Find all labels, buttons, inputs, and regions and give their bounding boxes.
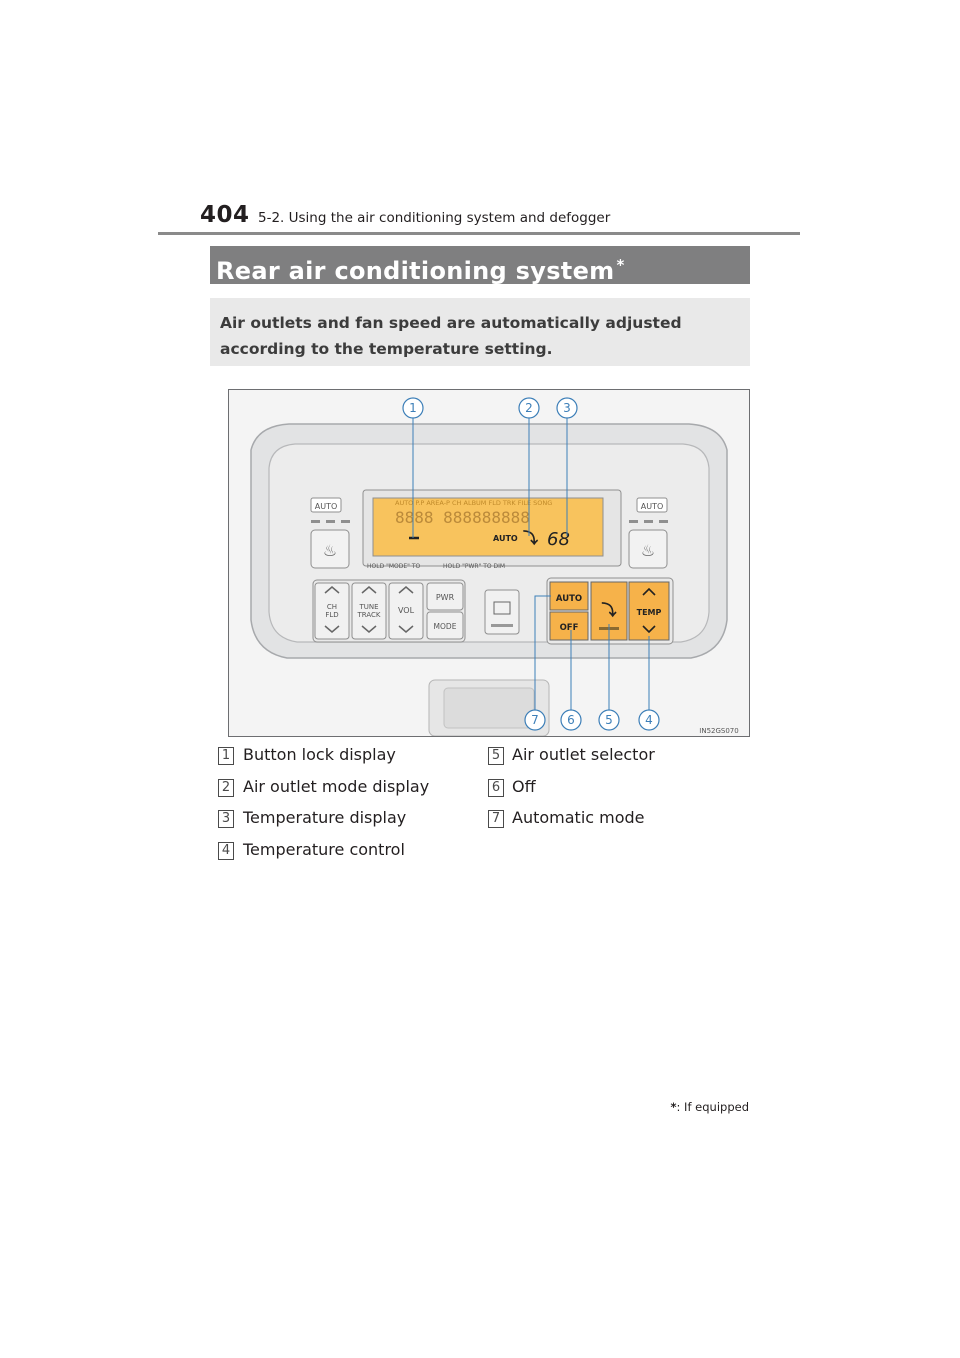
- outlet-mode-icon: ⤵: [523, 529, 539, 547]
- svg-text:♨: ♨: [323, 541, 337, 560]
- footnote-star: *: [670, 1100, 677, 1114]
- legend-num-3: 3: [218, 810, 234, 828]
- legend-text-5: Air outlet selector: [512, 745, 655, 764]
- svg-text:8888 888888888: 8888 888888888: [395, 508, 530, 527]
- callout-7: 7: [531, 713, 539, 727]
- svg-text:⤵: ⤵: [601, 601, 617, 619]
- legend-text-1: Button lock display: [243, 745, 396, 764]
- legend-text-7: Automatic mode: [512, 808, 645, 827]
- hold-mode-text: HOLD "MODE" TO: [367, 563, 421, 570]
- callout-6: 6: [567, 713, 575, 727]
- legend-text-6: Off: [512, 777, 536, 796]
- lcd-temp: 68: [547, 529, 570, 550]
- legend-num-1: 1: [218, 747, 234, 765]
- callout-4: 4: [645, 713, 653, 727]
- lcd-auto: AUTO: [493, 534, 518, 543]
- figure-frame: AUTO ♨ AUTO ♨ AUTO P.P AREA-P CH ALBUM F…: [228, 389, 750, 737]
- legend-text-3: Temperature display: [243, 808, 407, 827]
- legend-num-2: 2: [218, 779, 234, 797]
- header-rule: [158, 232, 800, 235]
- vol-label: VOL: [398, 606, 415, 615]
- temp-control-button[interactable]: [628, 581, 670, 641]
- legend-num-5: 5: [488, 747, 504, 765]
- ch-label: CH: [327, 603, 337, 611]
- callout-1: 1: [409, 401, 417, 415]
- hold-pwr-text: HOLD "PWR" TO DIM: [443, 563, 505, 570]
- title-star: *: [616, 256, 625, 274]
- intro-box: [210, 298, 750, 366]
- footnote-text: : If equipped: [676, 1100, 749, 1114]
- section-title: 5-2. Using the air conditioning system a…: [258, 210, 611, 226]
- title-text: Rear air conditioning system: [216, 257, 615, 285]
- tune-label: TUNE: [358, 603, 378, 611]
- svg-text:♨: ♨: [641, 541, 655, 560]
- ac-temp-label: TEMP: [637, 608, 662, 617]
- page-number: 404: [200, 202, 250, 228]
- legend-num-7: 7: [488, 810, 504, 828]
- callout-2: 2: [525, 401, 533, 415]
- footnote: *: If equipped: [671, 1100, 749, 1114]
- pwr-label: PWR: [436, 593, 455, 602]
- page-title: Rear air conditioning system*: [216, 248, 625, 288]
- figure-code: IN52GS070: [699, 727, 738, 735]
- mode-label: MODE: [434, 622, 457, 631]
- ac-auto-button[interactable]: [549, 581, 589, 611]
- lcd-display: [372, 497, 604, 557]
- title-bar: [210, 246, 750, 284]
- callout-3: 3: [563, 401, 571, 415]
- track-label: TRACK: [357, 611, 381, 619]
- legend-text-4: Temperature control: [243, 840, 405, 859]
- ac-auto-label: AUTO: [556, 594, 582, 604]
- legend-num-4: 4: [218, 842, 234, 860]
- right-auto-label: AUTO: [641, 502, 664, 511]
- lcd-top-row: AUTO P.P AREA-P CH ALBUM FLD TRK FILE SO…: [395, 499, 552, 507]
- ac-off-button[interactable]: [549, 611, 589, 641]
- legend-text-2: Air outlet mode display: [243, 777, 430, 796]
- left-auto-label: AUTO: [315, 502, 338, 511]
- legend-num-6: 6: [488, 779, 504, 797]
- ac-off-label: OFF: [560, 623, 579, 633]
- fld-label: FLD: [325, 611, 338, 619]
- callout-5: 5: [605, 713, 613, 727]
- intro-text: Air outlets and fan speed are automatica…: [220, 314, 682, 358]
- control-panel-illustration: AUTO ♨ AUTO ♨ AUTO P.P AREA-P CH ALBUM F…: [229, 390, 749, 736]
